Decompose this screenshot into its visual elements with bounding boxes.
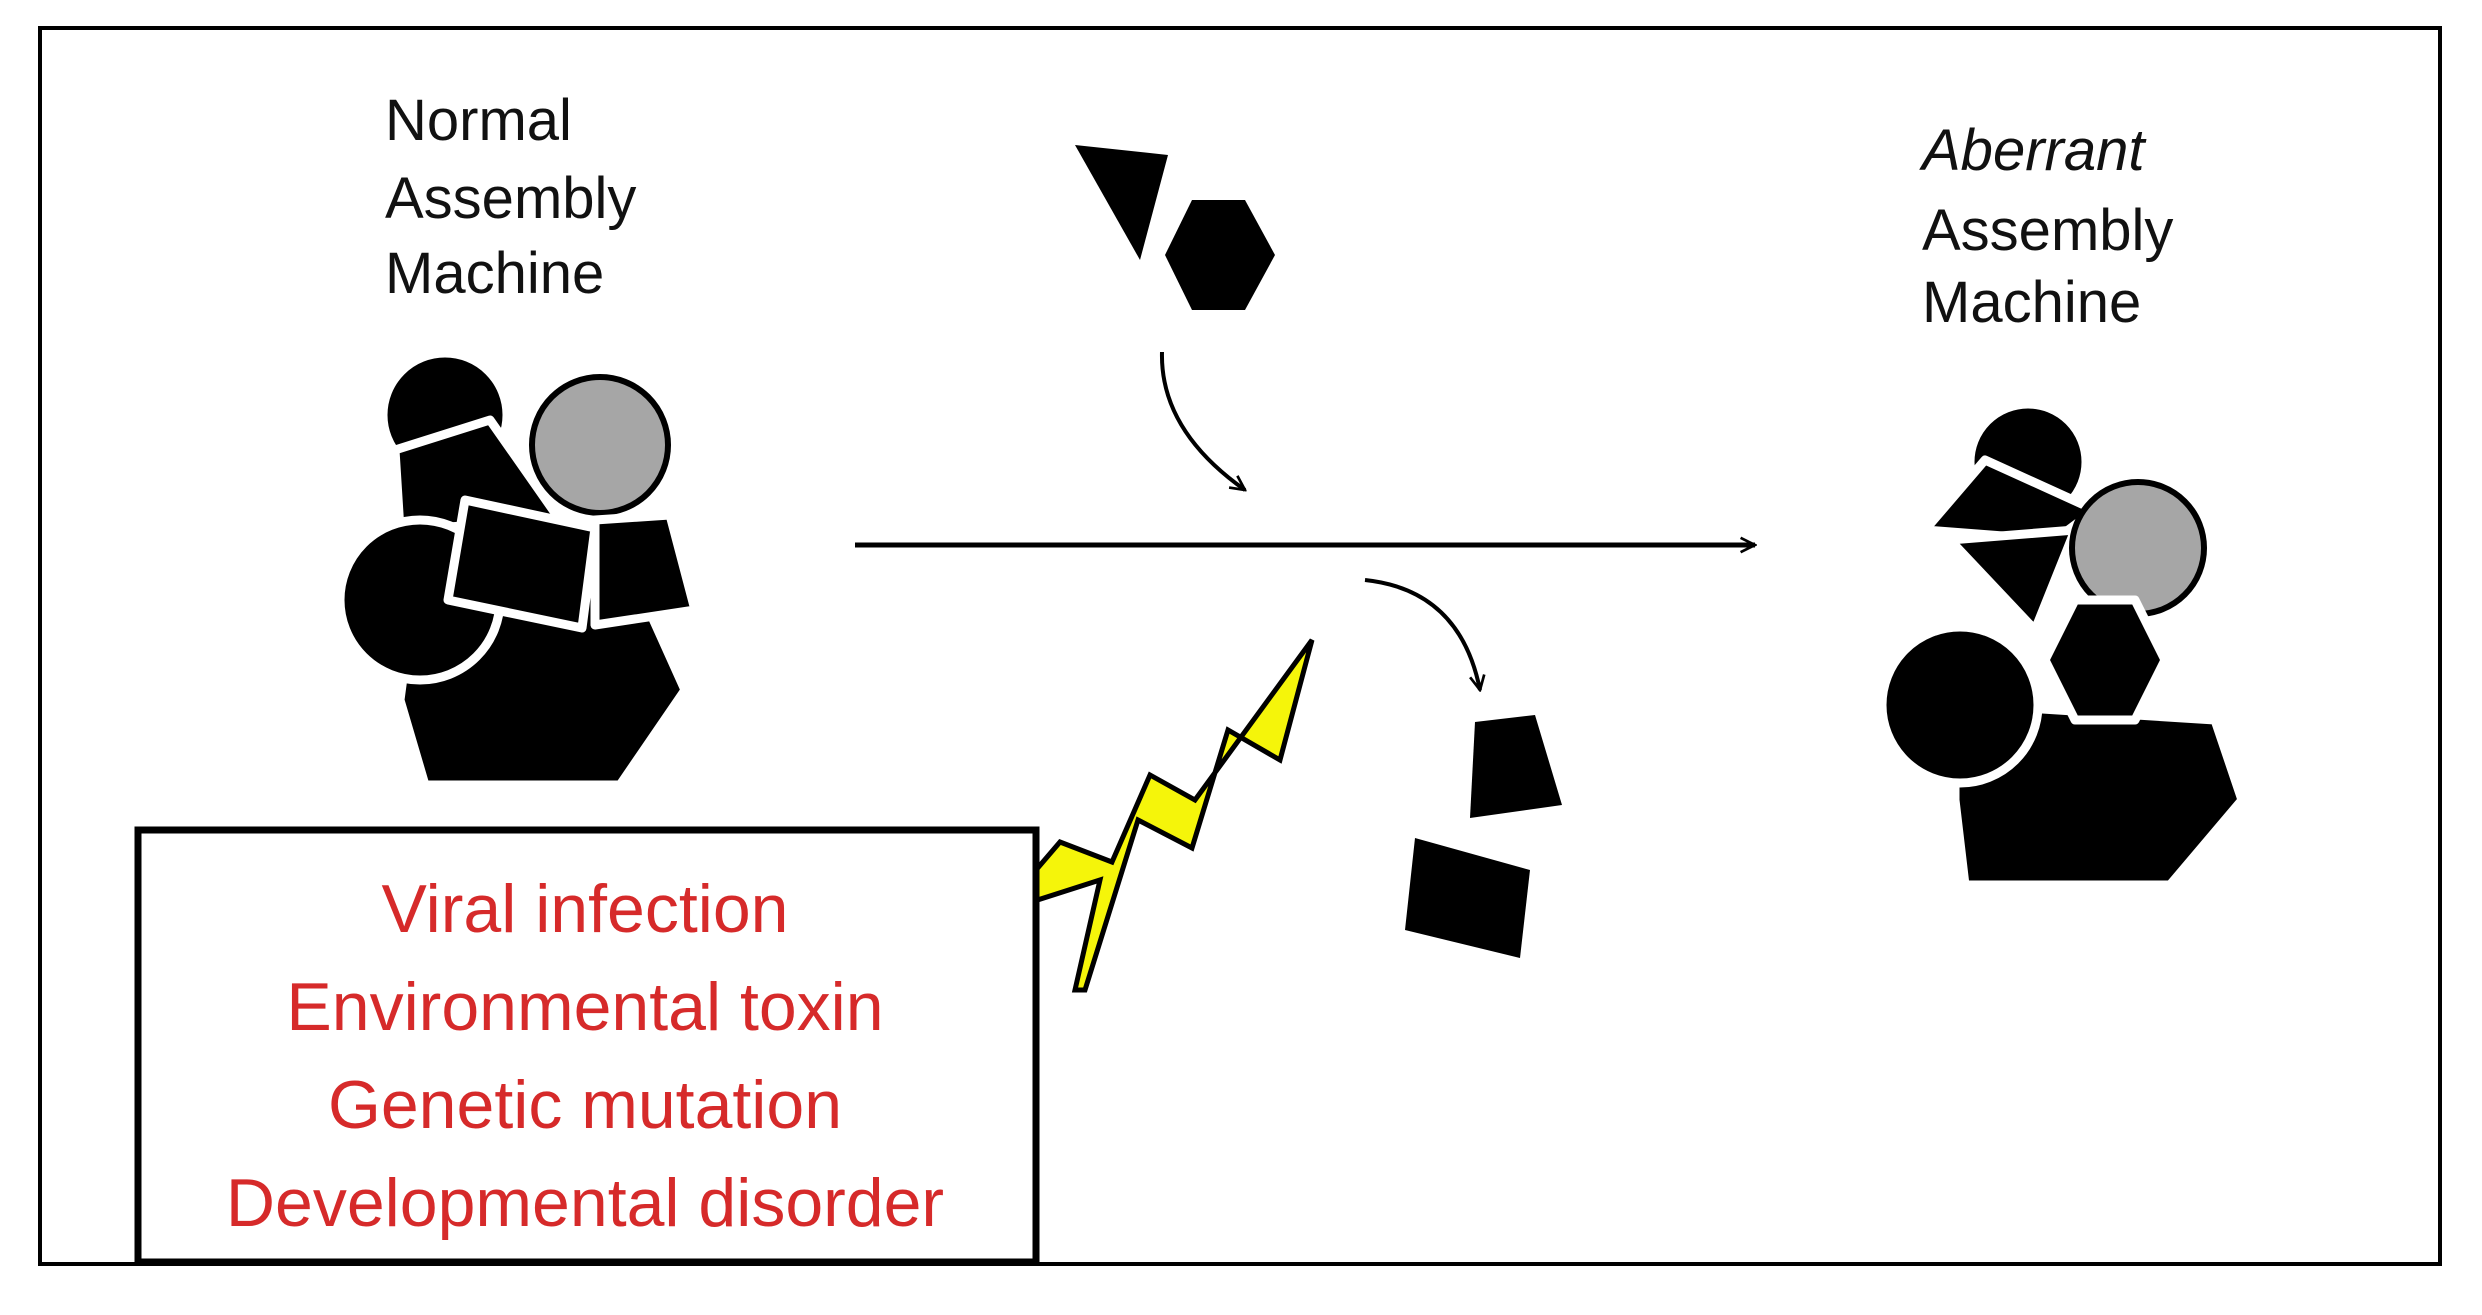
risk-factors-box — [134, 826, 1040, 1266]
lightning-bolt-icon — [992, 638, 1315, 993]
risk-factors-list: Viral infection Environmental toxin Gene… — [226, 871, 944, 1241]
risk-factor-genetic: Genetic mutation — [328, 1067, 842, 1143]
incoming-subunits — [1075, 145, 1275, 310]
left-circle-subunit — [1877, 622, 2043, 788]
gray-circle-subunit — [2069, 479, 2207, 617]
triangle-subunit-free — [1075, 145, 1168, 260]
aberrant-label: Aberrant Assembly Machine — [1919, 118, 2190, 335]
trapezoid-subunit — [590, 510, 700, 630]
risk-factor-viral: Viral infection — [382, 871, 789, 947]
aberrant-assembly-machine — [1877, 399, 2247, 890]
outgoing-arrow — [1364, 578, 1480, 690]
hexagon-subunit-free — [1165, 200, 1275, 310]
trapezoid-subunit-released — [1470, 715, 1562, 818]
aberrant-triangle-subunit — [1945, 525, 2080, 635]
square-subunit-released — [1405, 838, 1530, 958]
incoming-arrow — [1159, 351, 1245, 490]
risk-factor-toxin: Environmental toxin — [286, 969, 883, 1045]
released-subunits — [1405, 715, 1562, 958]
square-subunit — [443, 495, 600, 633]
gray-circle-subunit — [529, 374, 671, 516]
normal-label: Normal Assembly Machine — [385, 88, 653, 306]
risk-factor-developmental: Developmental disorder — [226, 1165, 944, 1241]
hexagon-subunit — [2040, 595, 2170, 725]
normal-assembly-machine — [335, 348, 700, 790]
